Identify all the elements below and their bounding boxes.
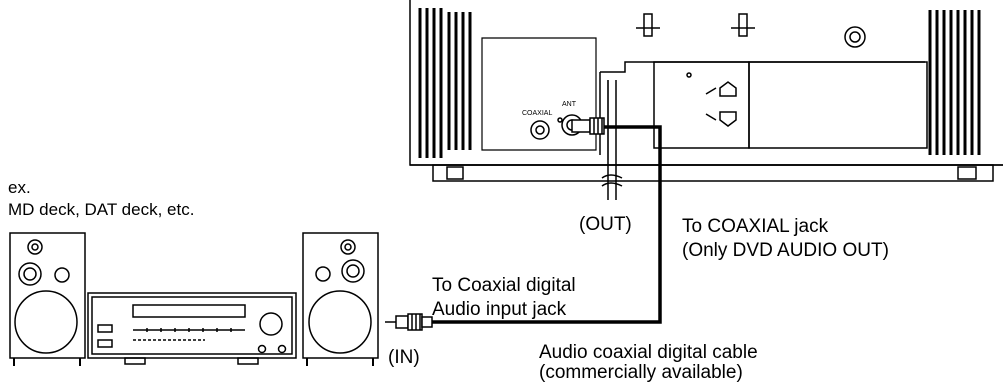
tv-rear-panel bbox=[409, 0, 1003, 182]
coaxial-plug-in bbox=[385, 313, 433, 331]
coaxial-jack bbox=[530, 117, 563, 140]
example-prefix: ex. bbox=[8, 178, 31, 197]
out-label: (OUT) bbox=[579, 214, 632, 235]
cable-name-label: Audio coaxial digital cable bbox=[539, 342, 758, 363]
right-speaker bbox=[302, 232, 379, 366]
top-hook-right bbox=[731, 13, 755, 37]
cable-availability-note: (commercially available) bbox=[539, 362, 743, 383]
left-speaker bbox=[9, 232, 86, 366]
top-hook-left bbox=[636, 13, 660, 37]
antenna-cable bbox=[601, 80, 623, 200]
digital-input-label-line1: To Coaxial digital bbox=[432, 275, 576, 296]
example-devices: MD deck, DAT deck, etc. bbox=[8, 200, 195, 219]
ant-panel-label: ANT bbox=[562, 101, 577, 108]
dvd-audio-out-note: (Only DVD AUDIO OUT) bbox=[682, 240, 889, 261]
coaxial-digital-cable bbox=[430, 125, 662, 324]
in-label: (IN) bbox=[388, 347, 420, 368]
digital-input-label-line2: Audio input jack bbox=[432, 299, 567, 320]
right-vent-grille bbox=[928, 10, 981, 155]
left-vent-grille bbox=[418, 8, 472, 158]
ac-outlet-box bbox=[653, 61, 750, 149]
coaxial-panel-label: COAXIAL bbox=[522, 110, 552, 117]
coaxial-jack-label: To COAXIAL jack bbox=[682, 216, 829, 237]
rear-compartment bbox=[481, 37, 597, 151]
screw-terminal bbox=[844, 26, 866, 48]
amplifier bbox=[87, 292, 297, 365]
coaxial-plug-out bbox=[571, 117, 605, 135]
ac-outlet-icon bbox=[705, 81, 737, 127]
